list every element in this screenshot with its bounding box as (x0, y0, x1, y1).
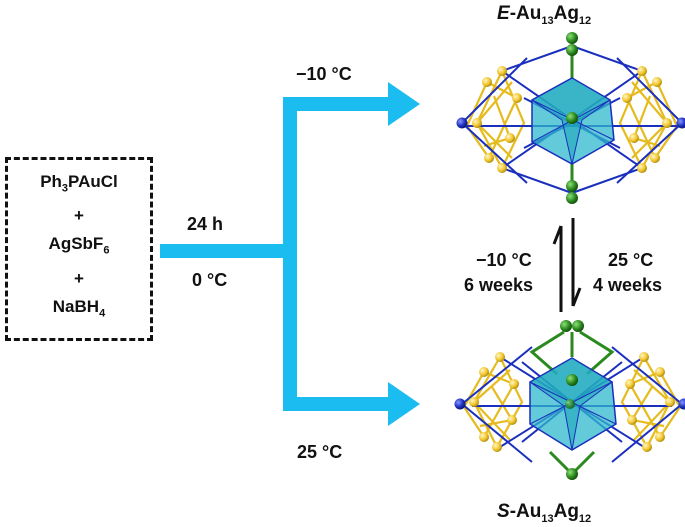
lower-branch-temp-label: 25 °C (297, 442, 343, 462)
upper-arrow-shaft (283, 97, 395, 111)
lower-arrow-shaft (283, 397, 395, 411)
upper-branch-temp-label: −10 °C (296, 64, 352, 84)
main-arrow-shaft (160, 244, 296, 258)
equilibrium-left-temp: −10 °C (476, 250, 532, 270)
upper-arrow-head (388, 82, 420, 126)
reagent-ph3paucl: Ph3PAuCl (40, 172, 118, 195)
equilibrium-arrows (552, 218, 582, 312)
equilibrium-right-time: 4 weeks (593, 275, 663, 295)
s-cluster-title: S-Au13Ag12 (497, 501, 592, 525)
e-cluster-structure (456, 32, 685, 204)
plus-sign: + (74, 206, 84, 226)
reagent-box: Ph3PAuCl + AgSbF6 + NaBH4 (5, 157, 153, 341)
reagent-agsbf6: AgSbF6 (48, 234, 110, 257)
reagent-nabh4: NaBH4 (52, 296, 106, 320)
initial-temp-label: 0 °C (192, 270, 228, 290)
reaction-time-label: 24 h (187, 214, 224, 234)
equilibrium-right-temp: 25 °C (608, 250, 654, 270)
s-cluster-structure (454, 320, 685, 480)
reaction-arrows (160, 82, 420, 426)
lower-arrow-head (388, 382, 420, 426)
equilibrium-left-time: 6 weeks (464, 275, 534, 295)
vertical-splitter (283, 97, 297, 411)
e-cluster-title: E-Au13Ag12 (497, 3, 592, 27)
plus-sign: + (74, 268, 84, 288)
